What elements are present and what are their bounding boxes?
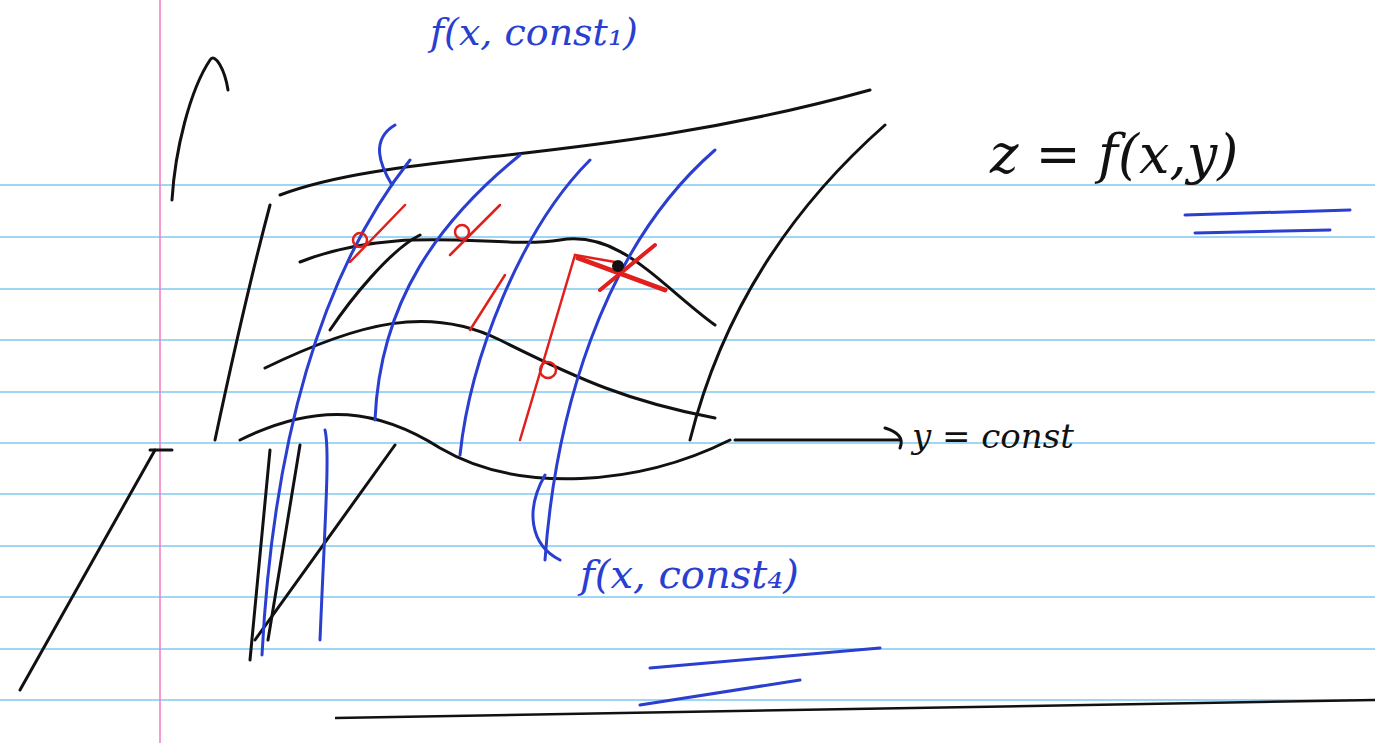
- notebook-rules: [0, 185, 1375, 700]
- curve-label: y = const: [912, 418, 1074, 455]
- tangent-lines: [350, 205, 665, 440]
- margin-line: [159, 0, 161, 743]
- surface-outline: [215, 90, 901, 660]
- equation-label: z = f(x,y): [990, 125, 1238, 184]
- page-line: [335, 700, 1375, 718]
- curve-label: f(x, const₁): [430, 12, 638, 54]
- underlines: [640, 210, 1350, 705]
- axes: [20, 58, 228, 690]
- curve-label: f(x, const₄): [580, 552, 799, 596]
- point: [612, 260, 624, 272]
